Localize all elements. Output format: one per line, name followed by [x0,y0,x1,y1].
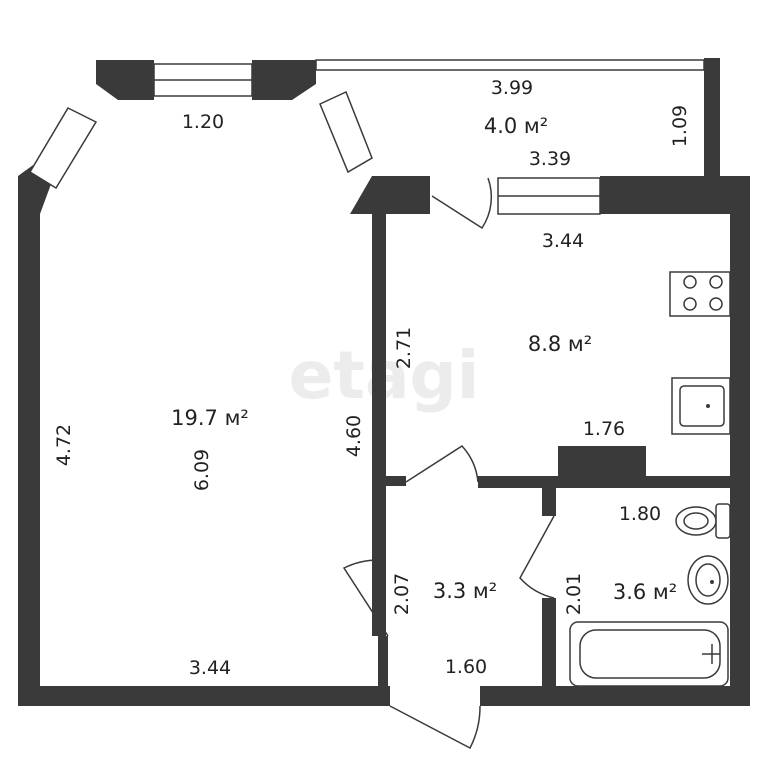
windows [28,59,705,215]
bathtub-icon [569,621,729,687]
dim-balcony-bottom: 3.39 [529,148,571,170]
area-balcony: 4.0 м² [484,114,548,138]
dim-living-right: 4.60 [343,415,365,457]
dim-living-top: 1.20 [182,111,224,133]
dim-balcony-top: 3.99 [491,77,533,99]
sink-icon [671,377,731,435]
dim-living-left: 4.72 [53,424,75,466]
area-bathroom: 3.6 м² [613,580,677,604]
dim-living-bottom: 3.44 [189,657,231,679]
dim-kitchen-counter: 1.76 [583,418,625,440]
dim-living-center: 6.09 [191,449,213,491]
area-kitchen: 8.8 м² [528,332,592,356]
area-living: 19.7 м² [171,406,249,430]
walls [18,58,750,706]
dim-bathroom-left: 2.01 [563,573,585,615]
dim-hall-bottom: 1.60 [445,656,487,678]
dim-hall-left: 2.07 [391,573,413,615]
dim-kitchen-left: 2.71 [393,327,415,369]
dim-kitchen-top: 3.44 [542,230,584,252]
dim-balcony-right: 1.09 [669,105,691,147]
toilet-icon [675,503,731,539]
washbasin-icon [687,555,729,605]
stove-icon [669,271,731,317]
area-hall: 3.3 м² [433,579,497,603]
doors [342,177,555,750]
dim-bathroom-top: 1.80 [619,503,661,525]
